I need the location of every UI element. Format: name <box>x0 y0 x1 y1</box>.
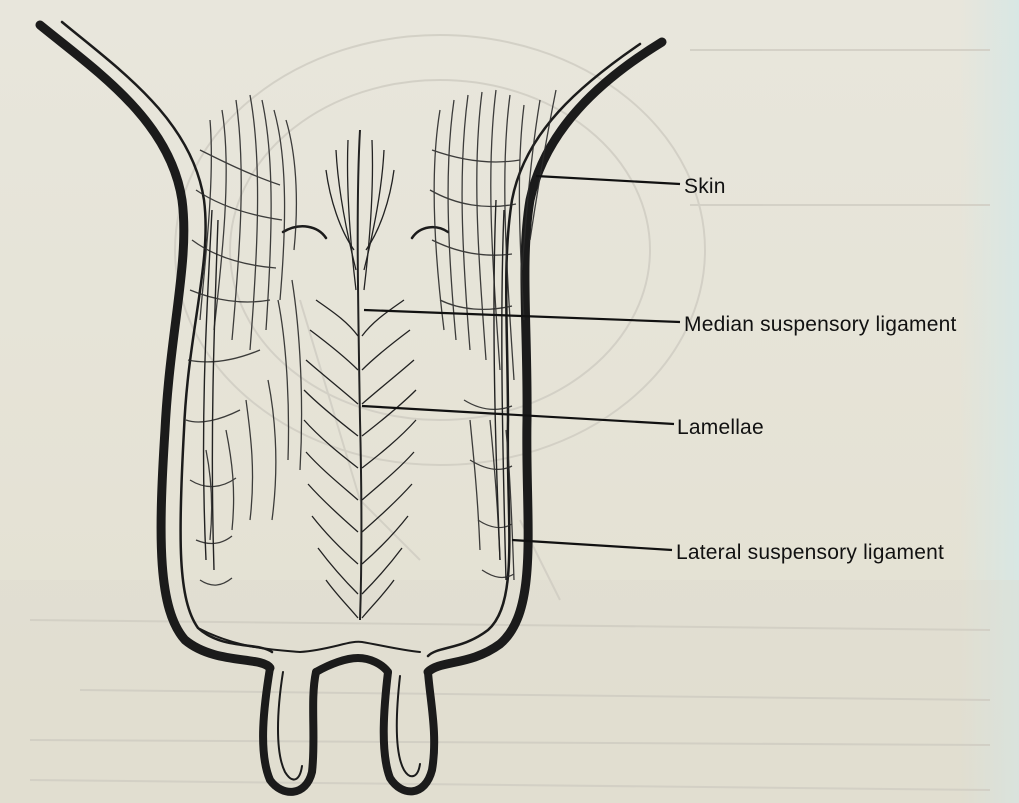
label-skin: Skin <box>684 176 726 197</box>
label-lamellae: Lamellae <box>677 417 764 438</box>
label-lateral-suspensory-ligament: Lateral suspensory ligament <box>676 542 944 563</box>
label-median-suspensory-ligament: Median suspensory ligament <box>684 314 957 335</box>
